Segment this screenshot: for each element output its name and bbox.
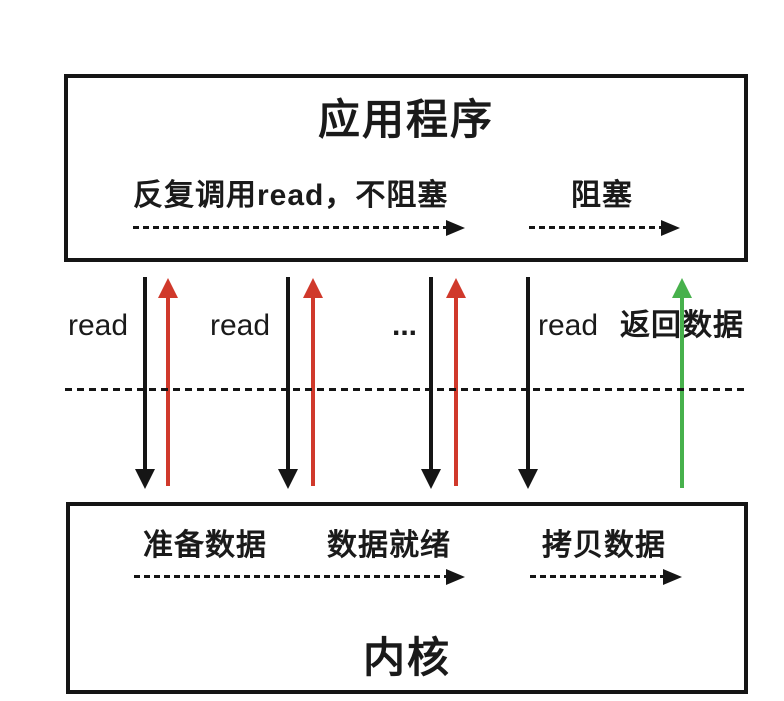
read-syscall-down-arrow bbox=[278, 277, 298, 489]
arrowhead-down-icon bbox=[421, 469, 441, 489]
data-ready-label: 数据就绪 bbox=[327, 529, 451, 562]
read-syscall-down-arrow bbox=[518, 277, 538, 489]
blocking-label: 阻塞 bbox=[571, 179, 633, 212]
dashed-line bbox=[134, 575, 450, 578]
prepare-data-arrow bbox=[134, 569, 465, 585]
data-return-up-arrow bbox=[672, 278, 692, 488]
read-syscall-down-arrow bbox=[135, 277, 155, 489]
dashed-line bbox=[529, 226, 665, 229]
immediate-return-up-arrow bbox=[158, 278, 178, 486]
arrowhead-up-icon bbox=[158, 278, 178, 298]
read-call-label-3: read bbox=[538, 309, 599, 342]
kernel-title: 内核 bbox=[362, 634, 451, 681]
dashed-line bbox=[530, 575, 667, 578]
arrowhead-down-icon bbox=[278, 469, 298, 489]
ellipsis-label: ... bbox=[392, 309, 418, 342]
application-title: 应用程序 bbox=[317, 96, 494, 143]
read-call-label-1: read bbox=[68, 309, 129, 342]
copy-data-label: 拷贝数据 bbox=[542, 529, 666, 562]
arrowhead-right-icon bbox=[446, 569, 465, 585]
arrowhead-right-icon bbox=[663, 569, 682, 585]
kernel-box bbox=[66, 502, 748, 694]
user-kernel-divider bbox=[65, 388, 745, 391]
arrowhead-down-icon bbox=[135, 469, 155, 489]
immediate-return-up-arrow bbox=[446, 278, 466, 486]
arrowhead-up-icon bbox=[446, 278, 466, 298]
arrowhead-up-icon bbox=[672, 278, 692, 298]
blocking-arrow bbox=[529, 220, 680, 236]
arrowhead-right-icon bbox=[446, 220, 465, 236]
immediate-return-up-arrow bbox=[303, 278, 323, 486]
nonblocking-loop-label: 反复调用read，不阻塞 bbox=[133, 179, 449, 212]
read-syscall-down-arrow bbox=[421, 277, 441, 489]
arrowhead-up-icon bbox=[303, 278, 323, 298]
arrowhead-down-icon bbox=[518, 469, 538, 489]
dashed-line bbox=[133, 226, 450, 229]
arrowhead-right-icon bbox=[661, 220, 680, 236]
copy-data-arrow bbox=[530, 569, 682, 585]
read-call-label-2: read bbox=[210, 309, 271, 342]
prepare-data-label: 准备数据 bbox=[143, 529, 267, 562]
application-box bbox=[64, 74, 748, 262]
nonblocking-loop-arrow bbox=[133, 220, 465, 236]
